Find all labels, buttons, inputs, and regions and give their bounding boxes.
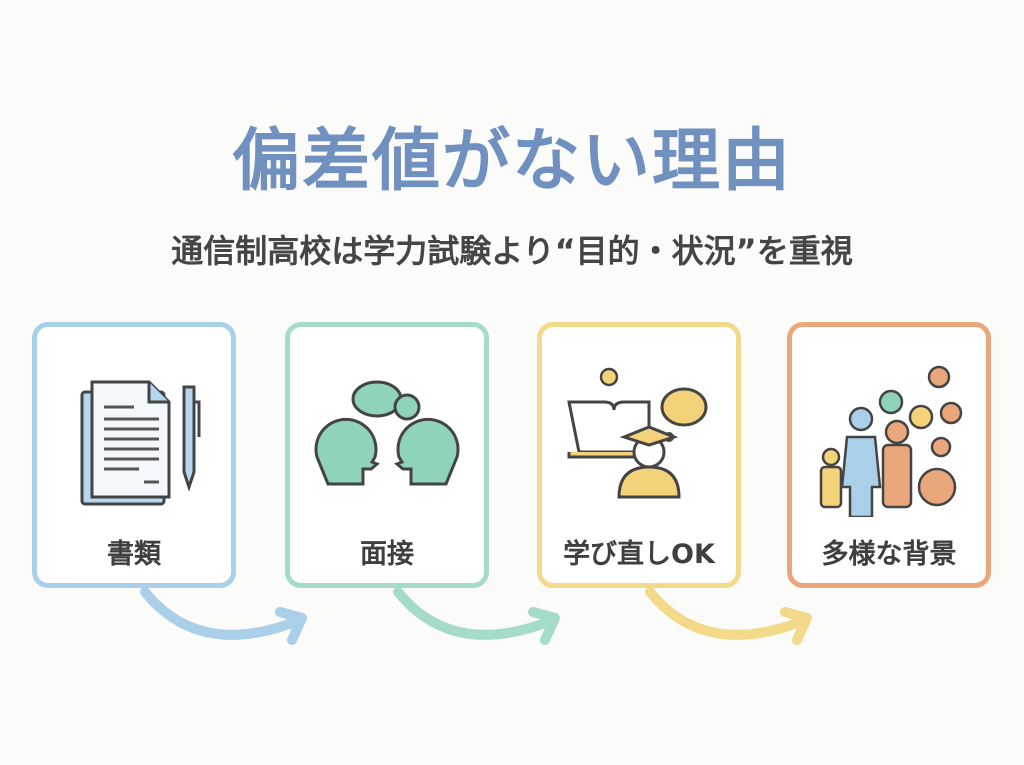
card-label: 学び直しOK (563, 539, 715, 570)
document-pen-icon (80, 380, 201, 506)
card-interview: 面接 (285, 322, 489, 588)
diverse-people-icon (819, 365, 963, 517)
card-documents: 書類 (32, 322, 236, 588)
card-label: 多様な背景 (821, 539, 957, 570)
card-diverse-backgrounds: 多様な背景 (787, 322, 991, 588)
arrow-1-icon (140, 587, 307, 645)
page-title: 偏差値がない理由 (231, 122, 792, 201)
card-label: 書類 (107, 539, 161, 570)
page-subtitle: 通信制高校は学力試験より“目的・状況”を重視 (171, 232, 853, 270)
interview-heads-icon (314, 380, 460, 486)
card-label: 面接 (360, 539, 414, 570)
arrow-3-icon (645, 587, 812, 645)
relearning-student-icon (567, 367, 708, 499)
arrow-2-icon (393, 587, 560, 645)
card-relearning: 学び直しOK (537, 322, 741, 588)
